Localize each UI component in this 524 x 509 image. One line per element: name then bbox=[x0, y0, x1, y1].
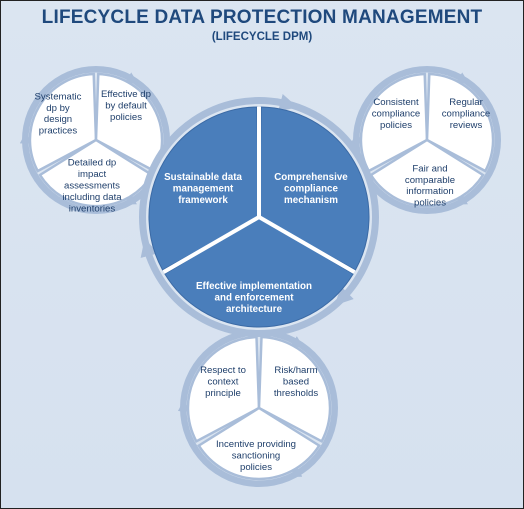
left-cycle-seg3-label-line: impact bbox=[78, 169, 107, 180]
left-cycle-seg1-label-line: dp by bbox=[46, 103, 70, 114]
left-cycle-seg3-label-line: Detailed dp bbox=[68, 158, 117, 169]
core-segment bbox=[164, 216, 354, 328]
diagram-subtitle: (LIFECYCLE DPM) bbox=[211, 31, 313, 43]
bottom-cycle-seg1-label-line: principle bbox=[205, 388, 241, 399]
core-top-right-label-line: mechanism bbox=[284, 195, 338, 206]
right-cycle-seg3-label-line: information bbox=[406, 186, 453, 197]
left-cycle-seg2-label-line: Effective dp bbox=[101, 89, 151, 100]
bottom-cycle-seg1-label-line: Respect to bbox=[200, 365, 246, 376]
bottom-cycle-seg3-label-line: sanctioning bbox=[232, 451, 281, 462]
core-top-left-label-line: Sustainable data bbox=[164, 172, 242, 183]
right-cycle-segment bbox=[369, 138, 485, 208]
core-top-right-label-line: Comprehensive bbox=[274, 172, 348, 183]
left-cycle-seg1-label-line: design bbox=[44, 114, 72, 125]
left-cycle-seg3-label-line: assessments bbox=[64, 181, 120, 192]
left-cycle-segment bbox=[28, 72, 98, 173]
left-cycle-arrow-icon bbox=[108, 70, 139, 84]
core-top-right-label-line: compliance bbox=[284, 184, 338, 195]
core-bottom-label-line: architecture bbox=[226, 304, 283, 315]
right-cycle-arrow-icon bbox=[454, 184, 482, 205]
bottom-cycle-arrow-icon bbox=[177, 399, 190, 435]
right-cycle-seg1-label-line: Consistent bbox=[373, 97, 419, 108]
bottom-cycle-seg2-label-line: thresholds bbox=[274, 388, 318, 399]
bottom-cycle-seg3-label-line: Incentive providing bbox=[216, 439, 296, 450]
right-cycle-seg3-label-line: comparable bbox=[405, 175, 455, 186]
left-cycle-seg1-label-line: Systematic bbox=[35, 91, 82, 102]
right-cycle-arrow-icon bbox=[439, 70, 470, 84]
right-cycle-seg2-label-line: compliance bbox=[442, 109, 491, 120]
core-arrow-icon bbox=[334, 265, 366, 306]
core-arrow-icon bbox=[140, 238, 166, 285]
core-top-left-label-line: framework bbox=[178, 195, 228, 206]
bottom-cycle-segment bbox=[186, 335, 261, 443]
bottom-cycle-segment bbox=[257, 335, 332, 443]
core-arrow-icon bbox=[248, 93, 298, 112]
bottom-cycle-seg3-label-line: policies bbox=[240, 462, 272, 473]
right-cycle-seg1-label-line: policies bbox=[380, 120, 412, 131]
right-cycle-segment bbox=[425, 72, 495, 173]
left-cycle-seg1-label-line: practices bbox=[39, 126, 78, 137]
core-segment bbox=[258, 106, 370, 271]
left-cycle-seg2-label-line: by default bbox=[105, 101, 147, 112]
bottom-cycle-arrow-icon bbox=[288, 455, 318, 478]
core-bottom-label-line: and enforcement bbox=[215, 293, 295, 304]
bottom-cycle-segment bbox=[197, 406, 321, 481]
right-cycle-seg2-label-line: Regular bbox=[449, 97, 483, 108]
left-cycle-seg3-label-line: inventories bbox=[69, 203, 116, 214]
core-bottom-label-line: Effective implementation bbox=[196, 281, 312, 292]
left-cycle-arrow-icon bbox=[19, 131, 32, 165]
diagram-title: LIFECYCLE DATA PROTECTION MANAGEMENT bbox=[41, 7, 483, 28]
right-cycle-seg3-label-line: policies bbox=[414, 198, 446, 209]
core-top-left-label-line: management bbox=[173, 184, 234, 195]
core-segment bbox=[148, 106, 260, 271]
right-cycle-seg3-label-line: Fair and bbox=[412, 163, 447, 174]
right-cycle-seg1-label-line: compliance bbox=[372, 109, 421, 120]
left-cycle-seg2-label-line: policies bbox=[110, 112, 142, 123]
bottom-cycle-seg1-label-line: context bbox=[208, 377, 239, 388]
left-cycle-seg3-label-line: including data bbox=[62, 192, 122, 203]
core-divider bbox=[257, 215, 356, 274]
right-cycle-seg2-label-line: reviews bbox=[450, 120, 483, 131]
bottom-cycle-seg2-label-line: Risk/harm bbox=[274, 365, 317, 376]
bottom-cycle-seg2-label-line: based bbox=[283, 377, 309, 388]
core-divider bbox=[162, 215, 260, 274]
